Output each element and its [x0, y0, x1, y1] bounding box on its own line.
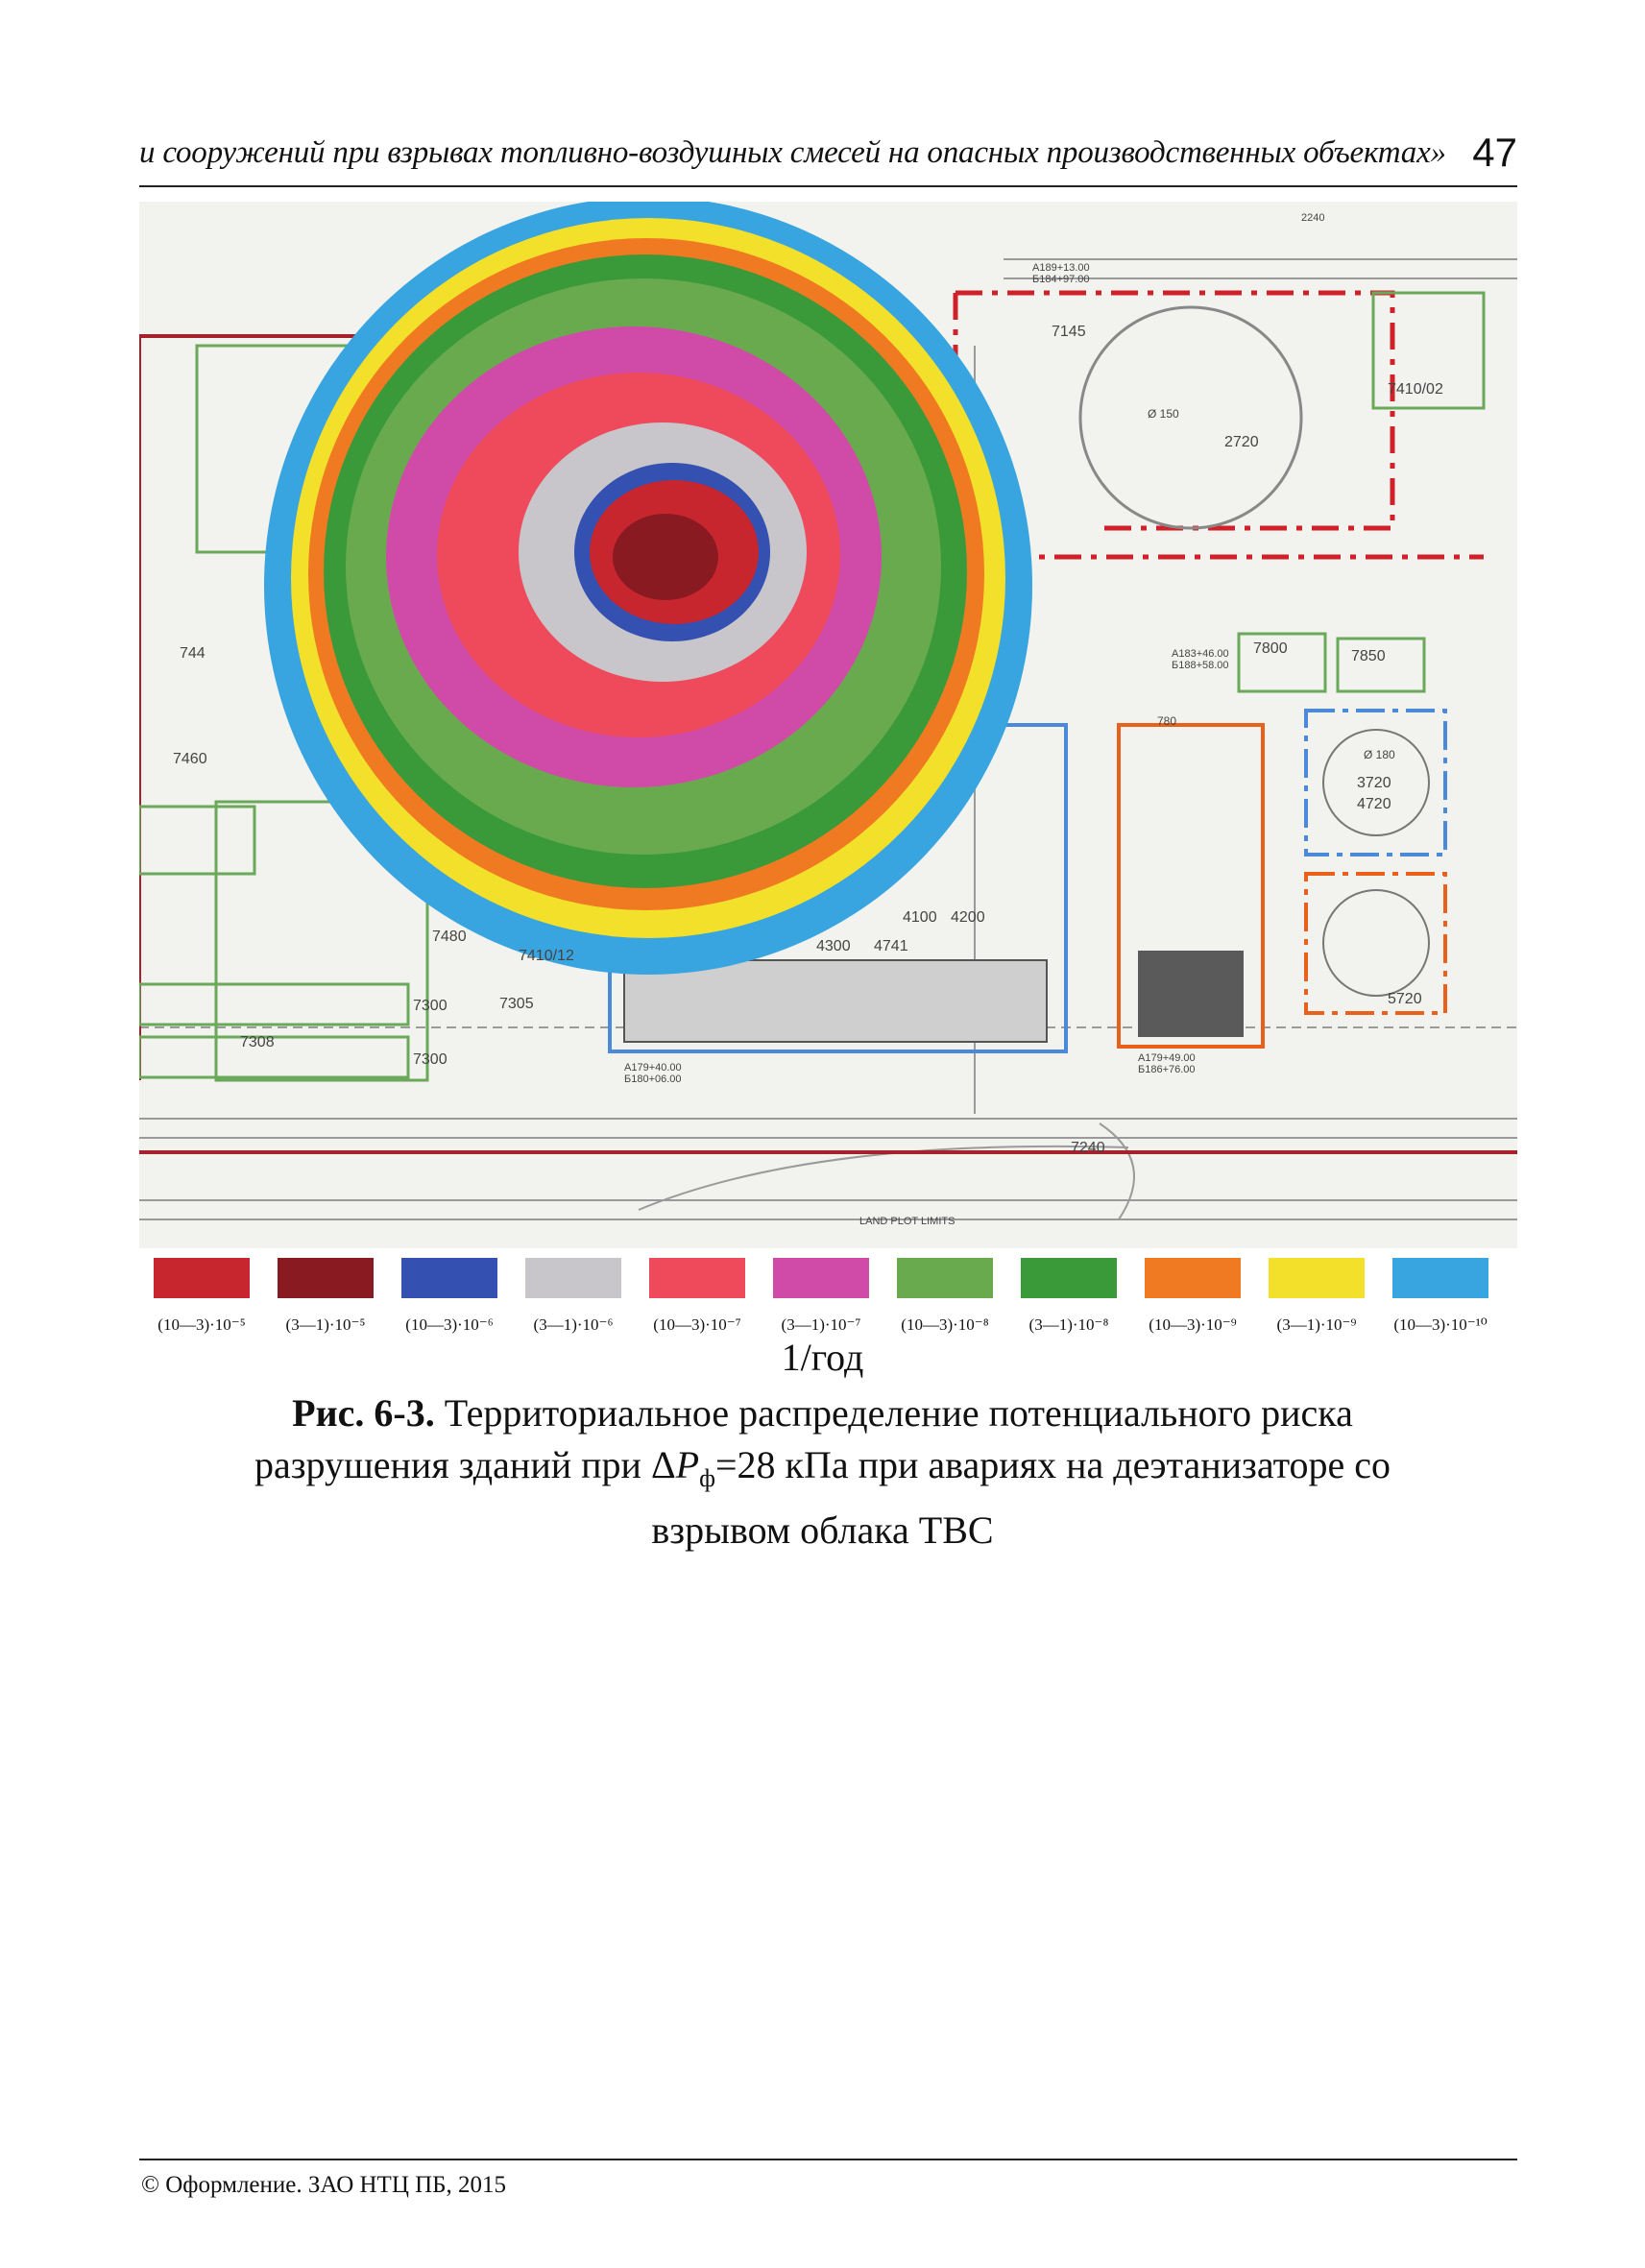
green-building-outlines	[139, 291, 1486, 1082]
unit-box-orange	[1117, 723, 1265, 1049]
running-title: и сооружений при взрывах топливно-воздуш…	[139, 135, 1446, 170]
map-label: 7300	[413, 998, 448, 1014]
map-label: 7145	[1052, 324, 1086, 340]
map-label: Ø 150	[1148, 407, 1179, 421]
legend-label: (10—3)·10⁻¹⁰	[1393, 1315, 1488, 1334]
map-label: 780	[1157, 714, 1176, 728]
map-label: 4720	[1357, 796, 1391, 812]
map-label: Б184+97.00	[1032, 274, 1090, 285]
map-label: 7800	[1253, 640, 1288, 657]
contour-10-3e-5	[613, 514, 718, 600]
map-label: 7850	[1351, 648, 1386, 664]
map-label: 7308	[240, 1034, 275, 1050]
map-label: 5720	[1388, 991, 1422, 1007]
legend-swatch	[1392, 1258, 1488, 1298]
footer-rule	[139, 2159, 1517, 2160]
map-label: A179+49.00	[1138, 1052, 1196, 1064]
legend-swatch	[649, 1258, 745, 1298]
map-label: 7240	[1071, 1140, 1105, 1156]
legend-swatch	[1145, 1258, 1241, 1298]
legend-label: (10—3)·10⁻⁸	[901, 1315, 989, 1334]
tank-circle-orange	[1322, 889, 1430, 997]
map-label: 7480	[432, 929, 467, 945]
risk-legend: (10—3)·10⁻⁵ (3—1)·10⁻⁵ (10—3)·10⁻⁶ (3—1)…	[154, 1258, 1517, 1344]
map-label: 2720	[1224, 434, 1259, 450]
legend-swatch	[1021, 1258, 1117, 1298]
map-labels: 2720 7410/02 7800 7850 3720 4720 5720 74…	[173, 212, 1443, 1227]
legend-label: (3—1)·10⁻⁵	[285, 1315, 366, 1334]
legend-label: (3—1)·10⁻⁶	[533, 1315, 614, 1334]
caption-line-1: Территориальное распределение потенциаль…	[444, 1391, 1353, 1435]
map-label: 7410/02	[1388, 381, 1443, 398]
legend-label: (10—3)·10⁻⁹	[1149, 1315, 1237, 1334]
caption-line-2-post: =28 кПа при авариях на деэтанизаторе со	[714, 1443, 1391, 1486]
legend-label: (3—1)·10⁻⁸	[1028, 1315, 1109, 1334]
map-label: 2240	[1301, 212, 1324, 224]
tank-box-blue	[1304, 709, 1447, 857]
map-label: 4200	[951, 909, 985, 926]
figure-caption: Рис. 6-3. Территориальное распределение …	[144, 1387, 1501, 1556]
map-label: 7410/12	[519, 948, 574, 964]
tank-circle-blue	[1322, 729, 1430, 836]
legend-swatch	[154, 1258, 250, 1298]
tank-box-orange	[1304, 872, 1447, 1015]
unit-block-dark	[1138, 951, 1244, 1037]
caption-var: P	[675, 1443, 700, 1486]
map-label: 4100	[903, 909, 937, 926]
legend-swatch	[525, 1258, 621, 1298]
caption-line-2-pre: разрушения зданий при Δ	[254, 1443, 676, 1486]
legend-swatch	[773, 1258, 869, 1298]
header-rule	[139, 185, 1517, 187]
map-label: Б180+06.00	[624, 1074, 682, 1085]
map-label: LAND PLOT LIMITS	[859, 1216, 955, 1227]
map-label: Б188+58.00	[1172, 660, 1229, 671]
running-header: и сооружений при взрывах топливно-воздуш…	[139, 130, 1517, 183]
legend-label: (10—3)·10⁻⁷	[653, 1315, 741, 1334]
big-tank-circle	[1078, 305, 1303, 530]
map-label: Б186+76.00	[1138, 1064, 1196, 1075]
legend-swatch	[1269, 1258, 1365, 1298]
legend-label: (3—1)·10⁻⁷	[781, 1315, 861, 1334]
legend-label: (3—1)·10⁻⁹	[1276, 1315, 1357, 1334]
map-label: 744	[180, 645, 206, 662]
footer-copyright: © Оформление. ЗАО НТЦ ПБ, 2015	[141, 2172, 507, 2198]
legend-unit: 1/год	[781, 1336, 864, 1379]
map-label: A183+46.00	[1172, 648, 1229, 660]
unit-box-dark	[623, 959, 1048, 1043]
map-label: A179+40.00	[624, 1062, 682, 1074]
red-boundary-line	[139, 334, 1517, 1154]
map-label: 7305	[499, 996, 534, 1012]
caption-line-3: взрывом облака ТВС	[651, 1508, 994, 1552]
map-label: 7460	[173, 751, 207, 767]
site-plan-risk-map: 2720 7410/02 7800 7850 3720 4720 5720 74…	[139, 202, 1517, 1248]
legend-swatch	[278, 1258, 374, 1298]
caption-sub: ф	[699, 1464, 715, 1492]
map-label: 4741	[874, 938, 908, 954]
risk-contours	[264, 202, 1032, 975]
map-label: Ø 180	[1364, 748, 1395, 761]
map-label: A189+13.00	[1032, 262, 1090, 274]
map-label: 3720	[1357, 775, 1391, 791]
legend-label: (10—3)·10⁻⁵	[157, 1315, 246, 1334]
map-label: 7300	[413, 1051, 448, 1068]
legend-swatch	[401, 1258, 497, 1298]
map-label: 4300	[816, 938, 851, 954]
legend-label: (10—3)·10⁻⁶	[405, 1315, 494, 1334]
figure-label: Рис. 6-3.	[292, 1391, 435, 1435]
legend-swatch	[897, 1258, 993, 1298]
page-number: 47	[1472, 130, 1517, 175]
